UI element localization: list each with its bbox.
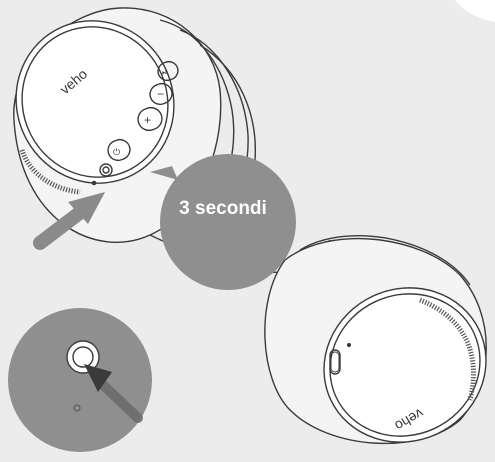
zoom-detail [8,308,152,452]
callout-label: 3 secondi [148,198,298,220]
minus-button-icon: − [157,87,164,101]
right-earcup [265,236,495,457]
plus-button-icon: + [144,113,151,127]
power-button-icon: ⏻ [113,147,120,157]
callout-circle [160,154,296,290]
play-pause-button-icon: ⏯ [162,68,168,77]
corner-shape [455,0,495,22]
